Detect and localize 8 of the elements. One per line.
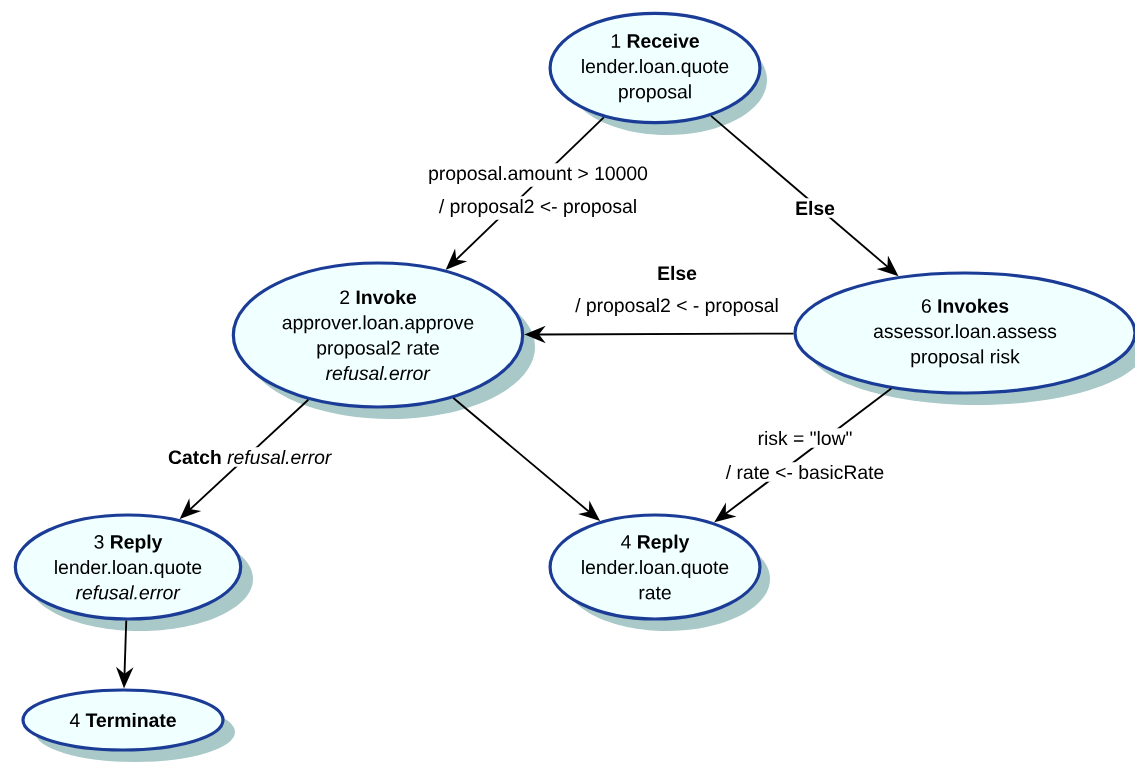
action-text: / proposal2 <- proposal [436, 196, 640, 220]
edge-label: risk = "low" [754, 428, 856, 448]
edge-label: Else [792, 198, 838, 218]
action-text: / proposal2 < - proposal [572, 295, 782, 319]
edge-label: Else [654, 263, 700, 283]
edge-label: proposal.amount > 10000 [425, 163, 651, 187]
edge-label: Catch refusal.error [165, 447, 335, 467]
action-text: / rate <- basicRate [723, 462, 887, 482]
